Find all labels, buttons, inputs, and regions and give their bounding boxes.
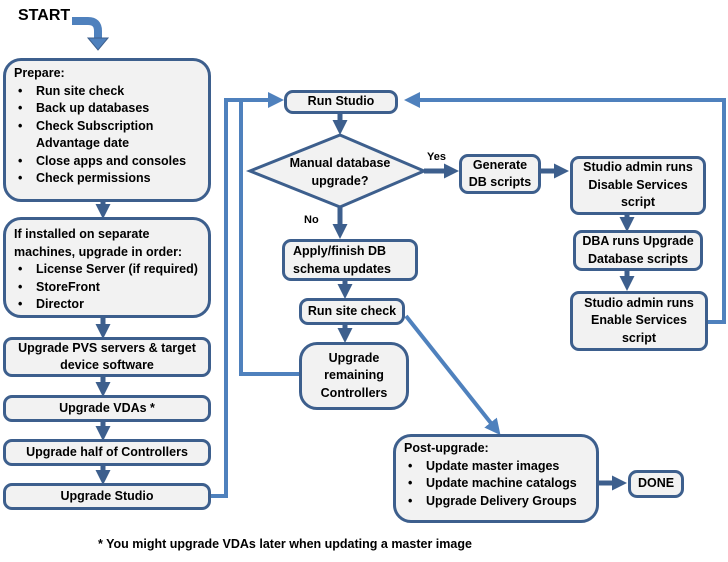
decision-text: Manual database upgrade? xyxy=(270,155,410,190)
post-item: Update machine catalogs xyxy=(404,475,588,493)
generate-line2: DB scripts xyxy=(468,175,532,189)
apply-line1: Apply/finish DB xyxy=(293,244,387,258)
post-list: Update master images Update machine cata… xyxy=(404,458,588,511)
start-arrowhead xyxy=(86,37,110,51)
prepare-item: Check permissions xyxy=(14,170,200,188)
run-studio-label: Run Studio xyxy=(307,94,375,109)
prepare-item: Close apps and consoles xyxy=(14,153,200,171)
run-studio-box: Run Studio xyxy=(284,90,398,114)
remaining-line1: Upgrade xyxy=(328,350,380,365)
half-controllers-label: Upgrade half of Controllers xyxy=(26,444,188,459)
post-title: Post-upgrade: xyxy=(404,441,489,455)
start-arrow xyxy=(72,17,102,38)
separate-item: StoreFront xyxy=(14,279,200,297)
connector-enable-runstudio xyxy=(404,92,726,324)
apply-line2: schema updates xyxy=(293,261,391,276)
prepare-title: Prepare: xyxy=(14,66,65,80)
run-site-check-box: Run site check xyxy=(299,298,405,325)
disable-line3: script xyxy=(620,195,656,210)
connector-remaining-runstudio xyxy=(239,100,299,376)
separate-machines-box: If installed on separate machines, upgra… xyxy=(3,217,211,318)
disable-line1: Studio admin runs xyxy=(583,160,693,175)
generate-line1: Generate xyxy=(472,157,528,172)
separate-item: Director xyxy=(14,296,200,314)
pvs-line1: Upgrade PVS servers & target xyxy=(18,340,196,355)
enable-line1: Studio admin runs xyxy=(584,295,694,310)
done-box: DONE xyxy=(628,470,684,498)
prepare-item: Back up databases xyxy=(14,100,200,118)
upgrade-vdas-box: Upgrade VDAs * xyxy=(3,395,211,422)
prepare-item: Check Subscription Advantage date xyxy=(14,118,156,153)
enable-line2: Enable Services xyxy=(591,313,687,328)
separate-title-line1: If installed on separate xyxy=(14,227,150,241)
disable-services-box: Studio admin runs Disable Services scrip… xyxy=(570,156,706,215)
connector-studio-runstudio xyxy=(210,92,284,498)
dba-line1: DBA runs Upgrade xyxy=(582,234,694,248)
post-item: Upgrade Delivery Groups xyxy=(404,493,588,511)
remaining-line2: remaining xyxy=(324,368,384,383)
vdas-label: Upgrade VDAs * xyxy=(59,400,155,415)
done-label: DONE xyxy=(637,476,675,491)
separate-title-line2: machines, upgrade in order: xyxy=(14,244,183,259)
decision-line1: Manual database xyxy=(289,156,391,170)
post-item: Update master images xyxy=(404,458,588,476)
no-label: No xyxy=(304,214,319,226)
disable-line2: Disable Services xyxy=(588,177,688,192)
site-check-label: Run site check xyxy=(307,303,397,318)
yes-label: Yes xyxy=(427,151,446,163)
separate-list: License Server (if required) StoreFront … xyxy=(14,261,200,314)
connector-sitecheck-post xyxy=(404,314,501,436)
pvs-line2: device software xyxy=(60,358,154,372)
remaining-line3: Controllers xyxy=(320,385,388,400)
upgrade-pvs-box: Upgrade PVS servers & target device soft… xyxy=(3,337,211,377)
dba-upgrade-box: DBA runs Upgrade Database scripts xyxy=(573,230,703,271)
prepare-box: Prepare: Run site check Back up database… xyxy=(3,58,211,202)
upgrade-remaining-box: Upgrade remaining Controllers xyxy=(299,342,409,410)
start-label: START xyxy=(18,7,71,24)
upgrade-half-controllers-box: Upgrade half of Controllers xyxy=(3,439,211,466)
separate-item: License Server (if required) xyxy=(14,261,200,279)
footnote: * You might upgrade VDAs later when upda… xyxy=(98,537,472,551)
generate-db-scripts-box: Generate DB scripts xyxy=(459,154,541,194)
upgrade-studio-box: Upgrade Studio xyxy=(3,483,211,510)
prepare-item: Run site check xyxy=(14,83,200,101)
enable-services-box: Studio admin runs Enable Services script xyxy=(570,291,708,351)
decision-line2: upgrade? xyxy=(311,173,369,188)
apply-schema-box: Apply/finish DB schema updates xyxy=(282,239,418,281)
post-upgrade-box: Post-upgrade: Update master images Updat… xyxy=(393,434,599,523)
enable-line3: script xyxy=(621,330,657,345)
prepare-list: Run site check Back up databases Check S… xyxy=(14,83,200,188)
upgrade-studio-label: Upgrade Studio xyxy=(60,488,154,503)
dba-line2: Database scripts xyxy=(587,251,689,266)
